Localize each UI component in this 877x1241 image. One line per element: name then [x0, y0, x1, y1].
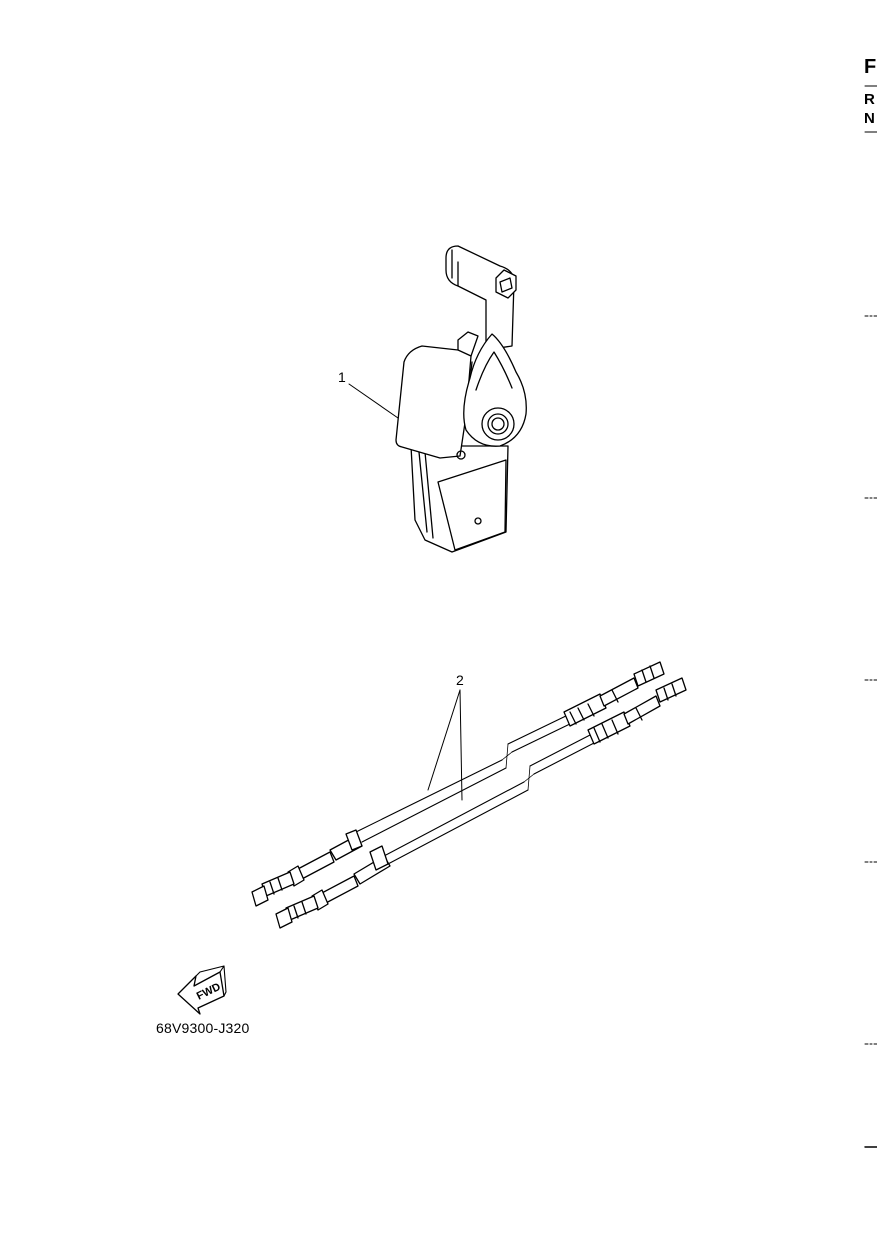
edge-letter-f: F: [864, 56, 877, 78]
lever-arm: [445, 245, 515, 351]
hub-bolt-inner: [487, 413, 509, 435]
callout-leader-1: [348, 383, 399, 419]
lever-arm-edge: [451, 249, 459, 287]
fwd-arrow-icon: FWD: [177, 965, 227, 1015]
callout-leader-2a: [427, 689, 461, 791]
top-cover: [395, 345, 472, 459]
housing-screw-hole: [474, 517, 482, 525]
side-pivot: [456, 450, 466, 460]
remote-control-cables: [251, 661, 687, 929]
lever-hub-inner: [475, 351, 513, 391]
callout-leader-2b: [459, 689, 463, 801]
housing-front-face: [437, 459, 507, 551]
edge-letter-n: N: [864, 110, 875, 127]
lever-knob: [495, 269, 517, 299]
edge-letter-r: R: [864, 91, 875, 108]
margin-marks: [864, 85, 877, 1148]
cable-lower: [275, 677, 687, 929]
callout-number-1: 1: [338, 369, 346, 385]
top-cover-ridge: [457, 331, 479, 357]
hub-bolt-outer: [481, 407, 515, 441]
cable-upper: [251, 661, 665, 907]
housing-inner-edge: [418, 451, 434, 539]
lever-knob-face: [499, 277, 513, 293]
callout-number-2: 2: [456, 672, 464, 688]
hub-bolt-center: [491, 417, 505, 431]
remote-control-box: [348, 245, 527, 553]
diagram-code: 68V9300-J320: [156, 1020, 250, 1036]
